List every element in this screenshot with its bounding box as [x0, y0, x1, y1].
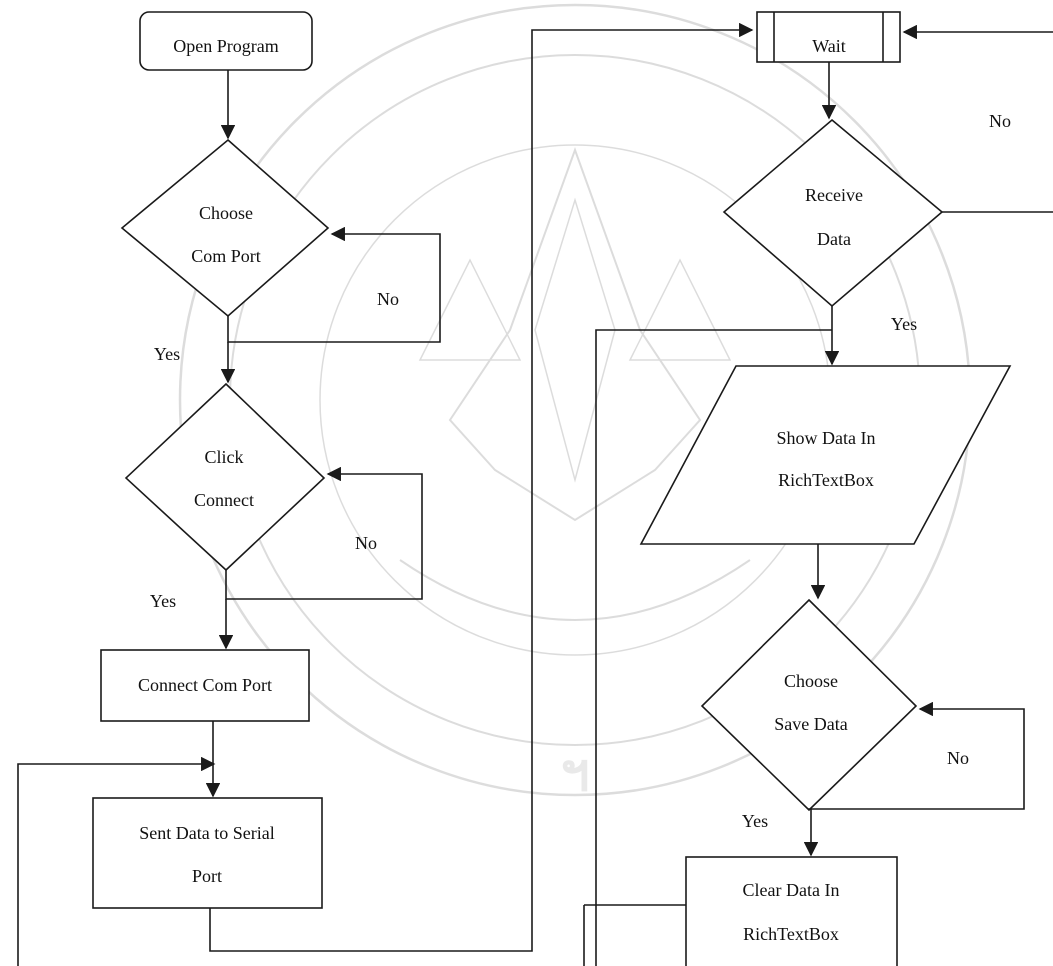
- edge-receive-yes-label: Yes: [891, 314, 917, 334]
- node-show-data: Show Data In RichTextBox: [639, 365, 1012, 545]
- edge-com-port-no-loop: [227, 226, 441, 343]
- edge-com-port-no-label: No: [377, 289, 399, 309]
- decision-choose-save-label-1: Choose: [784, 671, 838, 691]
- decision-receive-data-label-2: Data: [817, 229, 851, 249]
- node-clear-data-label-1: Clear Data In: [743, 880, 840, 900]
- node-send-data-label-1: Sent Data to Serial: [139, 823, 274, 843]
- edge-receive-no-label: No: [989, 111, 1011, 131]
- edge-connect-yes-label: Yes: [150, 591, 176, 611]
- edge-save-no-label: No: [947, 748, 969, 768]
- node-clear-data-label-2: RichTextBox: [743, 924, 839, 944]
- decision-receive-data: Receive Data: [722, 118, 944, 308]
- node-connect-com-port: Connect Com Port: [100, 649, 310, 722]
- node-send-data: Sent Data to Serial Port: [92, 797, 323, 909]
- edge-save-yes-label: Yes: [742, 811, 768, 831]
- edge-connect-no-loop: [225, 466, 423, 600]
- node-wait-label: Wait: [812, 36, 846, 56]
- edge-clear-loop-outer: [595, 329, 832, 966]
- decision-choose-com-port-label-2: Com Port: [191, 246, 261, 266]
- edge-return-loop-left: [17, 756, 216, 966]
- decision-choose-save-label-2: Save Data: [774, 714, 847, 734]
- decision-choose-com-port-label-1: Choose: [199, 203, 253, 223]
- svg-text:ฯ: ฯ: [560, 743, 589, 803]
- edge-send-to-wait: [209, 22, 754, 952]
- decision-choose-com-port: Choose Com Port: [120, 138, 330, 318]
- decision-receive-data-label-1: Receive: [805, 185, 863, 205]
- edge-save-no-loop: [808, 701, 1025, 810]
- decision-click-connect-label-2: Connect: [194, 490, 254, 510]
- node-open-program-label: Open Program: [173, 36, 278, 56]
- decision-choose-save: Choose Save Data: [700, 598, 918, 812]
- node-connect-com-port-label: Connect Com Port: [138, 675, 272, 695]
- node-show-data-label-1: Show Data In: [777, 428, 876, 448]
- decision-click-connect-label-1: Click: [205, 447, 244, 467]
- edge-connect-no-label: No: [355, 533, 377, 553]
- node-open-program: Open Program: [139, 11, 313, 71]
- watermark-seal: ฯ: [178, 3, 972, 803]
- edge-com-port-yes-label: Yes: [154, 344, 180, 364]
- node-show-data-label-2: RichTextBox: [778, 470, 874, 490]
- decision-click-connect: Click Connect: [124, 382, 326, 572]
- node-wait: Wait: [756, 11, 901, 63]
- node-send-data-label-2: Port: [192, 866, 222, 886]
- node-clear-data: Clear Data In RichTextBox: [685, 856, 898, 966]
